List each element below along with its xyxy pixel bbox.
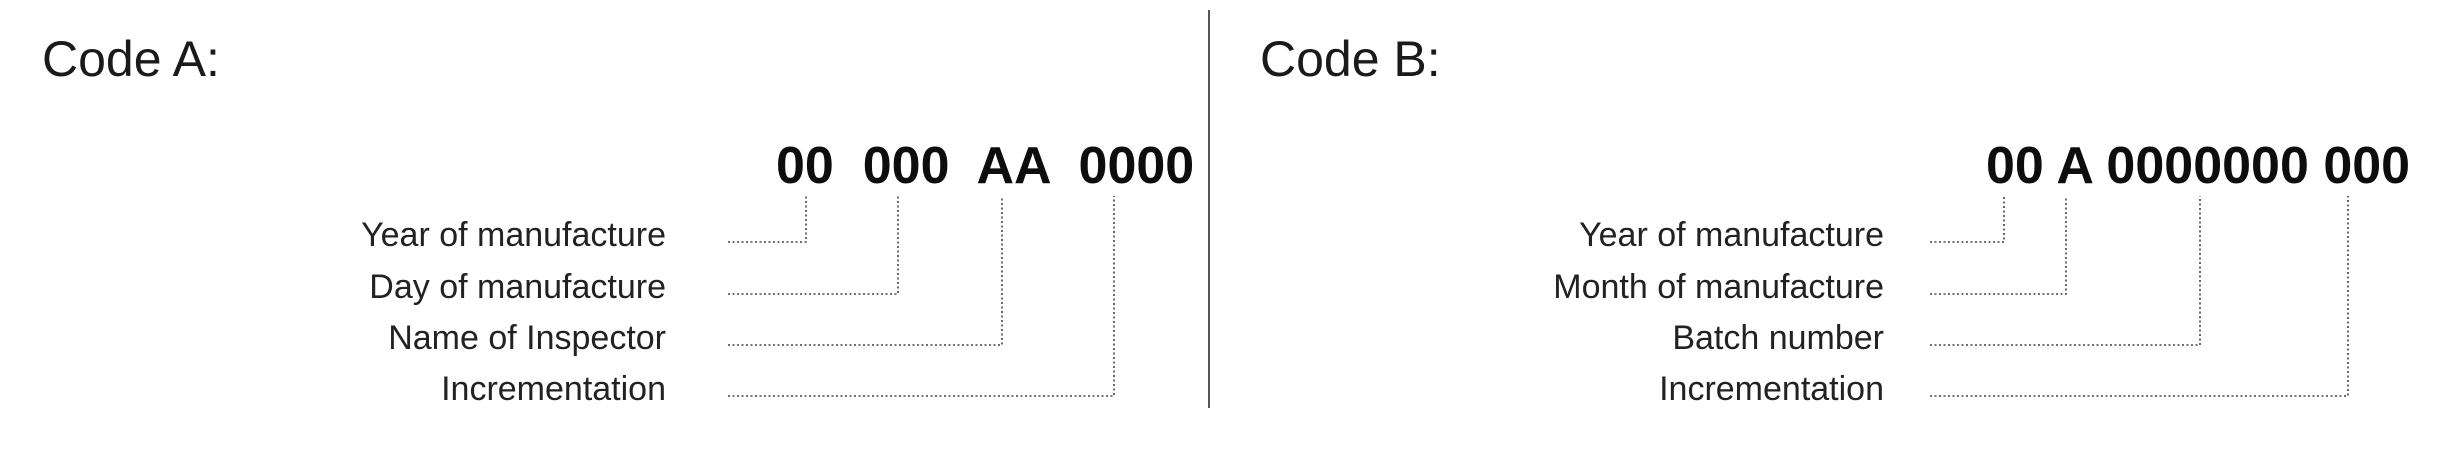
code-a-label-year: Year of manufacture — [361, 216, 666, 254]
code-b-title: Code B: — [1260, 31, 1441, 87]
panel-divider — [1208, 10, 1210, 408]
code-a-label-inspector: Name of Inspector — [388, 319, 666, 357]
code-b-label-month: Month of manufacture — [1553, 268, 1884, 306]
code-b-label-batch: Batch number — [1672, 319, 1884, 357]
code-a-leader-incrementation — [728, 196, 1115, 397]
code-b-label-incrementation: Incrementation — [1659, 370, 1884, 408]
code-a-leader-day — [728, 196, 899, 295]
code-a-label-incrementation: Incrementation — [441, 370, 666, 408]
code-b-leader-year — [1930, 196, 2005, 243]
code-a-leader-year — [728, 196, 807, 243]
code-a-label-day: Day of manufacture — [369, 268, 666, 306]
code-b-leader-batch — [1930, 196, 2201, 346]
code-b-value: 00 A 0000000 000 — [1986, 137, 2411, 195]
code-a-title: Code A: — [42, 31, 220, 87]
code-b-leader-incrementation — [1930, 196, 2349, 397]
code-b-leader-month — [1930, 196, 2067, 295]
code-b-label-year: Year of manufacture — [1579, 216, 1884, 254]
code-a-value: 00 000 AA 0000 — [776, 137, 1195, 195]
code-a-leader-inspector — [728, 196, 1003, 346]
